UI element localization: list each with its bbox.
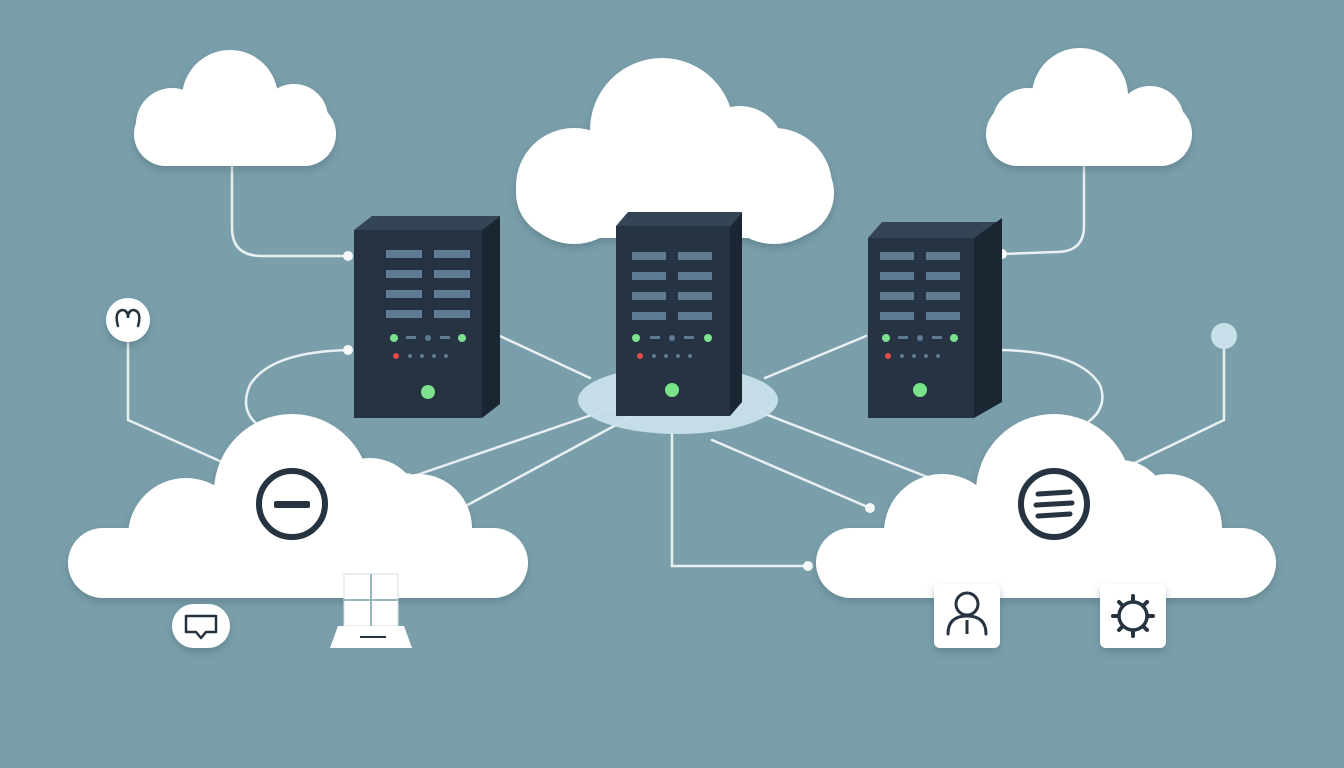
server-left-slots (386, 250, 470, 318)
cloud-bottom-left (68, 414, 528, 598)
cloud-top-right (986, 48, 1192, 166)
connector-hub-left-b (460, 410, 642, 510)
server-center (616, 212, 742, 416)
dot-node-icon (1211, 323, 1237, 349)
server-right-slots (880, 252, 960, 320)
joint (343, 345, 353, 355)
connector-right-loop (1000, 348, 1104, 430)
gear-icon (1100, 584, 1166, 648)
connector-left-hub (498, 334, 592, 380)
cloud-top-left (134, 50, 336, 166)
cloud-top-center (516, 58, 834, 244)
joint (803, 561, 813, 571)
connector-right-hub (763, 334, 868, 380)
server-center-slots (632, 252, 712, 320)
joint (343, 251, 353, 261)
power-led (421, 385, 435, 399)
chat-bubble-icon (172, 604, 230, 648)
connector-dot-node (1118, 348, 1226, 472)
connector-hub-left-a (406, 406, 614, 480)
connector-hub-right-a (710, 438, 872, 510)
connectors (126, 163, 1226, 568)
connector-left-loop (244, 348, 350, 430)
laptop-icon (330, 573, 412, 648)
link-node-icon (106, 298, 150, 342)
server-right (868, 218, 1002, 418)
server-left (354, 216, 500, 418)
power-led (665, 383, 679, 397)
menu-lines-icon (1018, 468, 1090, 540)
minus-circle-icon (256, 468, 328, 540)
power-led (913, 383, 927, 397)
connector-topleft-server (230, 163, 350, 258)
joint (865, 503, 875, 513)
connector-hub-right-b (758, 410, 932, 480)
connector-hub-down (670, 428, 810, 568)
user-icon (934, 584, 1000, 648)
connector-link-node (126, 336, 224, 464)
connector-topright-server (1000, 163, 1086, 256)
